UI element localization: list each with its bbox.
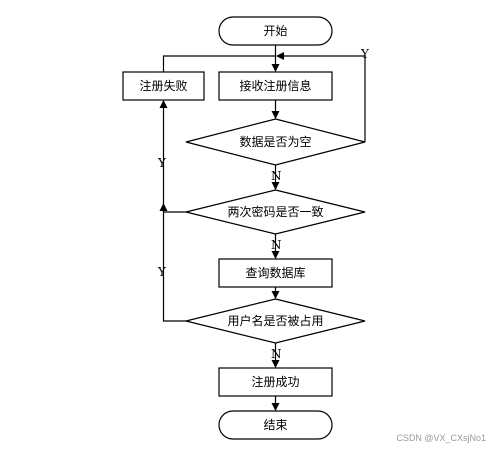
query-db-label: 查询数据库 — [245, 265, 305, 280]
register-failed-label: 注册失败 — [139, 78, 187, 93]
end-node — [218, 410, 333, 440]
edge-password-yes-loop — [159, 100, 186, 213]
taken-yes-label: Y — [157, 265, 167, 279]
taken-no-label: N — [271, 347, 282, 361]
start-label: 开始 — [263, 24, 287, 38]
password-yes-label: Y — [157, 156, 167, 170]
username-taken-label: 用户名是否被占用 — [227, 313, 323, 328]
register-failed-node — [122, 71, 205, 101]
empty-no-label: N — [271, 169, 282, 183]
register-success-label: 注册成功 — [251, 374, 299, 389]
watermark-text: CSDN @VX_CXsjNo1 — [396, 433, 486, 443]
register-success-node — [218, 367, 333, 397]
end-label: 结束 — [263, 418, 287, 432]
empty-yes-label: Y — [360, 47, 370, 61]
edge-taken-yes-loop — [159, 203, 186, 322]
edge-failed-to-loop — [162, 55, 276, 72]
data-empty-label: 数据是否为空 — [239, 134, 311, 149]
edge-empty-yes-loop — [276, 52, 366, 142]
password-match-label: 两次密码是否一致 — [227, 204, 323, 219]
password-no-label: N — [271, 238, 282, 252]
receive-info-label: 接收注册信息 — [239, 78, 311, 93]
